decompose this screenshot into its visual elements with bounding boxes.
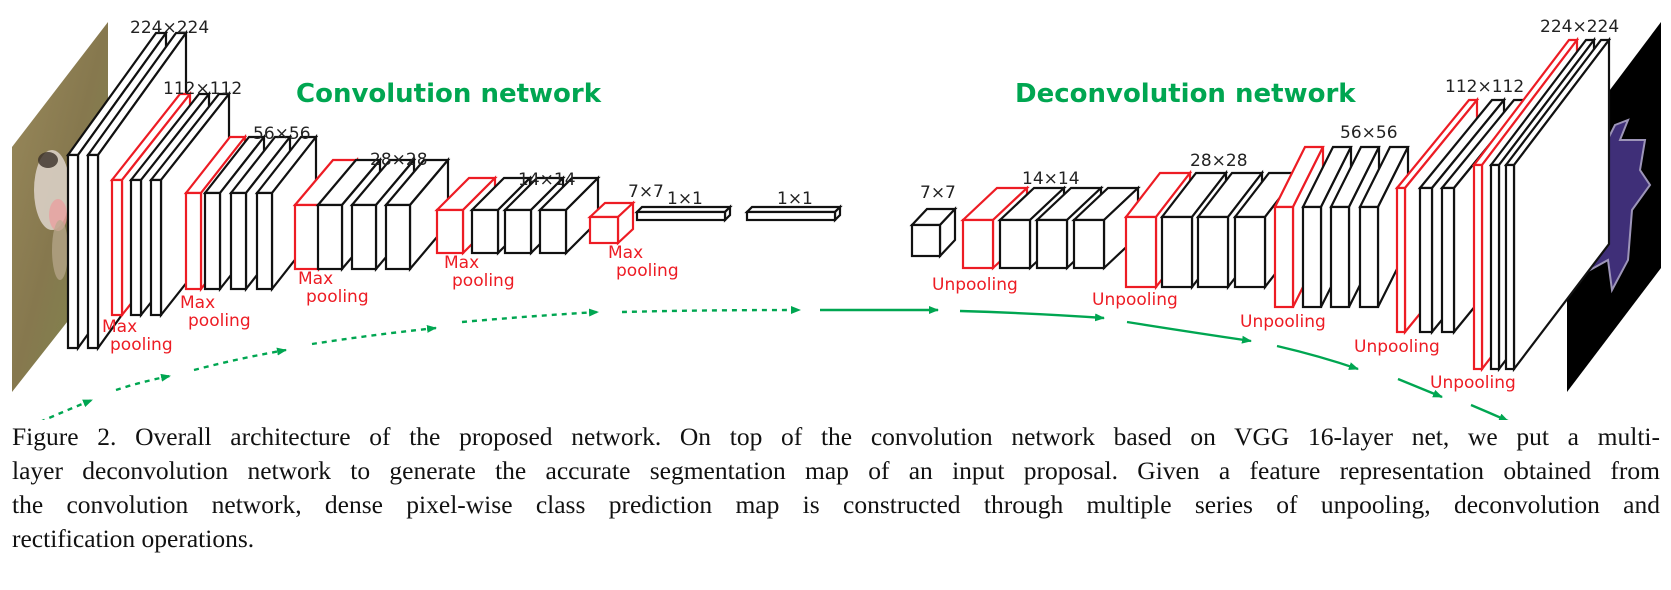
deconv-layer (909, 206, 958, 259)
unpooling-label: Unpooling (1354, 337, 1440, 357)
maxpool-layer (587, 200, 636, 246)
conv-layer (383, 156, 451, 273)
max-pooling-label: Max (102, 317, 137, 337)
feature-size-label: 112×112 (163, 79, 242, 99)
flow-arrow (1470, 403, 1509, 420)
flow-arrow (115, 373, 171, 392)
unpooling-label: Unpooling (1430, 373, 1516, 393)
caption-line: Figure 2. Overall architecture of the pr… (12, 422, 1660, 451)
feature-size-label: 28×28 (1190, 151, 1248, 171)
flow-arrow (1276, 344, 1359, 371)
unpooling-label: Unpooling (1240, 312, 1326, 332)
max-pooling-label: Max (298, 269, 333, 289)
fc-size-label: 1×1 (667, 189, 703, 209)
feature-size-label: 7×7 (920, 183, 956, 203)
flow-arrow (959, 309, 1105, 322)
figure-caption: Figure 2. Overall architecture of the pr… (12, 420, 1660, 556)
max-pooling-label: Max (180, 293, 215, 313)
deconv-layer (1071, 185, 1141, 271)
max-pooling-label: pooling (110, 335, 173, 355)
caption-line: rectification operations. (12, 524, 255, 553)
flow-arrow (41, 398, 93, 420)
architecture-diagram: Convolution network Deconvolution networ… (12, 17, 1661, 420)
max-pooling-label: Max (444, 253, 479, 273)
max-pooling-label: pooling (452, 271, 515, 291)
feature-size-label: 56×56 (253, 124, 311, 144)
flow-arrow (1397, 377, 1443, 399)
max-pooling-label: Max (608, 243, 643, 263)
feature-size-label: 56×56 (1340, 123, 1398, 143)
caption-line: the convolution network, dense pixel-wis… (12, 490, 1660, 519)
layer-labels: 224×224Maxpooling112×112Maxpooling56×56M… (102, 17, 1619, 393)
max-pooling-label: pooling (306, 287, 369, 307)
feature-size-label: 28×28 (370, 150, 428, 170)
feature-size-label: 112×112 (1445, 77, 1524, 97)
deconv-network-title: Deconvolution network (1015, 79, 1356, 109)
max-pooling-label: pooling (616, 261, 679, 281)
fc-layer (634, 204, 733, 223)
deconv-layer (1503, 36, 1612, 373)
unpooling-label: Unpooling (1092, 290, 1178, 310)
flow-arrow (311, 324, 437, 346)
feature-size-label: 7×7 (628, 182, 664, 202)
feature-size-label: 14×14 (1022, 169, 1080, 189)
feature-size-label: 224×224 (130, 18, 209, 38)
conv-layer (537, 175, 601, 256)
fc-layer (744, 204, 843, 223)
flow-arrow (1126, 320, 1252, 344)
flow-arrow (193, 347, 287, 372)
unpooling-label: Unpooling (932, 275, 1018, 295)
feature-size-label: 224×224 (1540, 17, 1619, 37)
caption-line: layer deconvolution network to generate … (12, 456, 1660, 485)
flow-arrows (41, 306, 1509, 420)
flow-arrow (461, 308, 599, 324)
flow-arrow (621, 306, 801, 315)
layer-stack (65, 29, 1612, 373)
fc-size-label: 1×1 (777, 189, 813, 209)
conv-network-title: Convolution network (296, 79, 602, 109)
max-pooling-label: pooling (188, 311, 251, 331)
feature-size-label: 14×14 (518, 170, 576, 190)
